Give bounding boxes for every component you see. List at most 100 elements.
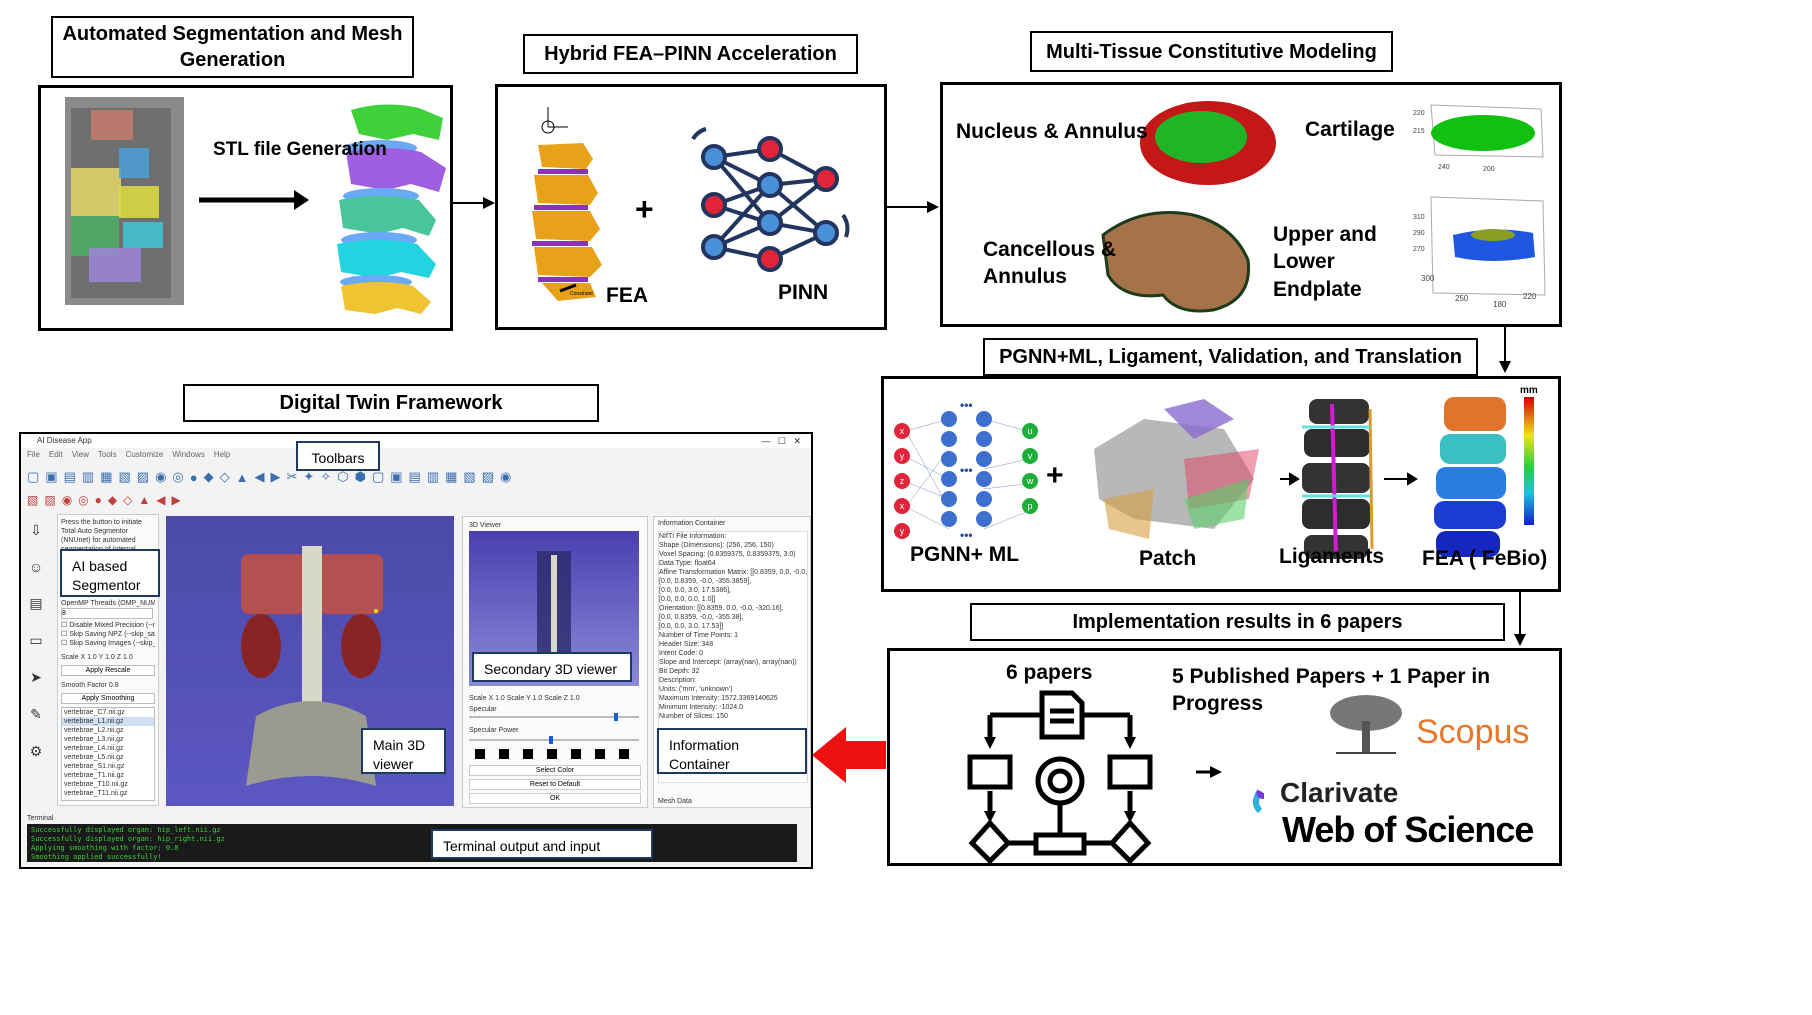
organ-file-item[interactable]: vertebrae_S1.nii.gz	[64, 763, 125, 770]
segmentor-icon[interactable]: ☺	[28, 559, 44, 575]
apply-rescale-button[interactable]: Apply Rescale	[61, 665, 155, 676]
toolbar-tool-icon[interactable]: ◎	[172, 469, 184, 484]
menu-item[interactable]: Help	[213, 450, 231, 459]
toolbar-tool-icon[interactable]: ▲	[138, 493, 151, 507]
ligaments-label: Ligaments	[1279, 545, 1385, 568]
toolbar-tool-icon[interactable]: ✦	[303, 469, 315, 484]
pgnn-panel: ••• ••• ••• +	[881, 376, 1561, 592]
color-swatch[interactable]	[475, 749, 485, 759]
toolbar-tool-icon[interactable]: ▨	[481, 469, 495, 484]
specular-power-slider[interactable]	[469, 736, 639, 744]
toolbar-tool-icon[interactable]: ▶	[270, 469, 281, 484]
import-icon[interactable]: ⇩	[30, 522, 42, 538]
specular-power-handle[interactable]	[549, 736, 553, 744]
toolbar-tool-icon[interactable]: ▥	[81, 469, 95, 484]
endplate-label: Upper and Lower Endplate	[1273, 223, 1377, 301]
organ-file-item[interactable]: vertebrae_C7.nii.gz	[64, 709, 125, 716]
toolbar-tool-icon[interactable]: ◀	[254, 469, 265, 484]
specular-slider[interactable]	[469, 713, 639, 721]
toolbar-tool-icon[interactable]: ▤	[408, 469, 421, 484]
toolbar-tool-icon[interactable]: ▣	[390, 469, 403, 484]
menu-item[interactable]: Edit	[48, 450, 63, 459]
select-color-button[interactable]: Select Color	[469, 765, 641, 776]
reset-default-button[interactable]: Reset to Default	[469, 779, 641, 790]
eraser-icon[interactable]: ✎	[30, 706, 42, 722]
fea-label: FEA	[606, 284, 648, 307]
segmentor-option-checkbox[interactable]: ☐ Disable Mixed Precision (--no_mixed)	[61, 622, 155, 629]
scale-fields[interactable]: Scale X 1.0 Y 1.0 Z 1.0	[61, 654, 133, 661]
toolbar-tool-icon[interactable]: ◎	[78, 493, 89, 507]
info-title: Information Container	[658, 520, 726, 527]
color-swatch[interactable]	[595, 749, 605, 759]
toolbar-tool-icon[interactable]: ▶	[171, 493, 181, 507]
toolbar-tool-icon[interactable]: ◆	[107, 493, 118, 507]
ligament-spine	[1302, 399, 1374, 559]
toolbar-tool-icon[interactable]: ◇	[123, 493, 133, 507]
menu-item[interactable]: File	[27, 450, 40, 459]
toolbar-tool-icon[interactable]: ▤	[63, 469, 76, 484]
terminal-title: Terminal	[27, 815, 54, 822]
app-title: AI Disease App	[37, 436, 92, 445]
toolbar-tool-icon[interactable]: ✧	[320, 469, 332, 484]
segmentor-option-checkbox[interactable]: ☐ Skip Saving NPZ (--skip_saving_npz)	[61, 631, 155, 638]
color-swatch[interactable]	[571, 749, 581, 759]
terminal-output[interactable]: Successfully displayed organ: hip_left.n…	[27, 824, 797, 862]
toolbar-tool-icon[interactable]: ◇	[219, 469, 230, 484]
secondary-scale-fields[interactable]: Scale X 1.0 Scale Y 1.0 Scale Z 1.0	[469, 695, 580, 702]
toolbar-tool-icon[interactable]: ●	[189, 469, 198, 485]
menu-item[interactable]: Tools	[97, 450, 117, 459]
menu-item[interactable]: Windows	[172, 450, 205, 459]
organ-file-item[interactable]: vertebrae_L5.nii.gz	[64, 754, 124, 761]
organ-file-item[interactable]: vertebrae_T1.nii.gz	[64, 772, 124, 779]
toolbar-tool-icon[interactable]: ◆	[203, 469, 214, 484]
color-swatch[interactable]	[619, 749, 629, 759]
organ-file-item[interactable]: vertebrae_T10.nii.gz	[64, 781, 128, 788]
toolbar-tool-icon[interactable]: ▧	[463, 469, 476, 484]
toolbar-tool-icon[interactable]: ▦	[100, 469, 113, 484]
clarivate-logo: Clarivate	[1280, 777, 1399, 808]
specular-slider-handle[interactable]	[614, 713, 618, 721]
color-swatch[interactable]	[499, 749, 509, 759]
toolbar-tool-icon[interactable]: ▧	[118, 469, 131, 484]
toolbar-tool-icon[interactable]: ▦	[445, 469, 458, 484]
toolbar-tool-icon[interactable]: ▧	[27, 493, 39, 507]
toolbar-tool-icon[interactable]: ▨	[44, 493, 56, 507]
organ-file-item[interactable]: vertebrae_T11.nii.gz	[64, 790, 128, 797]
color-swatch[interactable]	[523, 749, 533, 759]
organ-file-item[interactable]: vertebrae_L1.nii.gz	[62, 717, 154, 726]
document-icon[interactable]: ▤	[29, 595, 43, 611]
smooth-factor-field[interactable]: Smooth Factor 0.8	[61, 682, 119, 689]
segmentor-option-checkbox[interactable]: ☐ Skip Saving Images (--skip_saving_)	[61, 640, 155, 647]
toolbar-tool-icon[interactable]: ⬡	[337, 469, 349, 484]
menu-item[interactable]: Customize	[125, 450, 164, 459]
svg-text:270: 270	[1413, 246, 1425, 253]
toolbar-tool-icon[interactable]: ✂	[286, 469, 298, 484]
hybrid-plus: +	[635, 191, 654, 227]
nucleus-shape	[1155, 111, 1247, 163]
color-swatch[interactable]	[547, 749, 557, 759]
toolbar-tool-icon[interactable]: ▣	[45, 469, 58, 484]
toolbar-tool-icon[interactable]: ⬢	[354, 469, 366, 484]
toolbar-tool-icon[interactable]: ▥	[426, 469, 440, 484]
toolbar-tool-icon[interactable]: ◉	[500, 469, 512, 484]
menu-item[interactable]: View	[71, 450, 89, 459]
toolbar-tool-icon[interactable]: ●	[94, 493, 102, 507]
toolbar-tool-icon[interactable]: ◀	[156, 493, 166, 507]
ok-button[interactable]: OK	[469, 793, 641, 804]
organ-file-item[interactable]: vertebrae_L3.nii.gz	[64, 736, 124, 743]
organ-file-item[interactable]: vertebrae_L4.nii.gz	[64, 745, 124, 752]
apply-smoothing-button[interactable]: Apply Smoothing	[61, 693, 155, 704]
terminal-icon[interactable]: ▭	[29, 632, 43, 648]
toolbar-tool-icon[interactable]: ▢	[27, 469, 40, 484]
toolbar-tool-icon[interactable]: ◉	[61, 493, 73, 507]
toolbar-tool-icon[interactable]: ▢	[371, 469, 385, 484]
settings-icon[interactable]: ⚙	[29, 743, 43, 759]
toolbar-tool-icon[interactable]: ▨	[136, 469, 150, 484]
toolbar-tool-icon[interactable]: ▲	[235, 469, 249, 485]
window-controls[interactable]: — ☐ ✕	[761, 436, 801, 446]
toolbar-tool-icon[interactable]: ◉	[155, 469, 167, 484]
organ-file-item[interactable]: vertebrae_L2.nii.gz	[64, 727, 124, 734]
threads-input[interactable]: 8	[61, 608, 153, 619]
cursor-icon[interactable]: ➤	[30, 669, 42, 685]
